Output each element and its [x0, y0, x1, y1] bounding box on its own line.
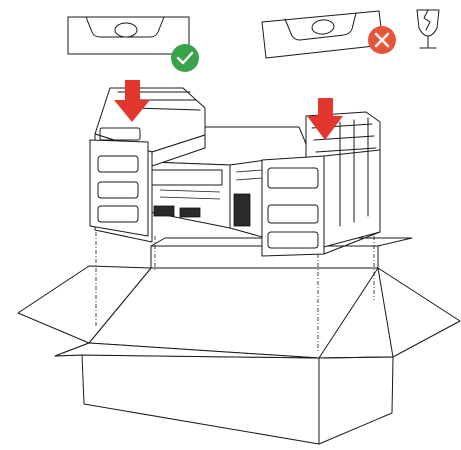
alignment-guides [95, 232, 375, 352]
check-icon [171, 44, 199, 72]
push-down-arrow-left [114, 80, 150, 122]
broken-glass-icon [416, 9, 440, 49]
correct-badge [171, 44, 199, 72]
cross-icon [368, 26, 396, 54]
push-down-arrow-right [307, 98, 343, 140]
device-body [149, 126, 313, 239]
packing-foam-right [261, 111, 381, 257]
level-indicator-incorrect [261, 10, 384, 59]
cardboard-box [17, 237, 461, 445]
level-indicator-correct [67, 16, 190, 55]
